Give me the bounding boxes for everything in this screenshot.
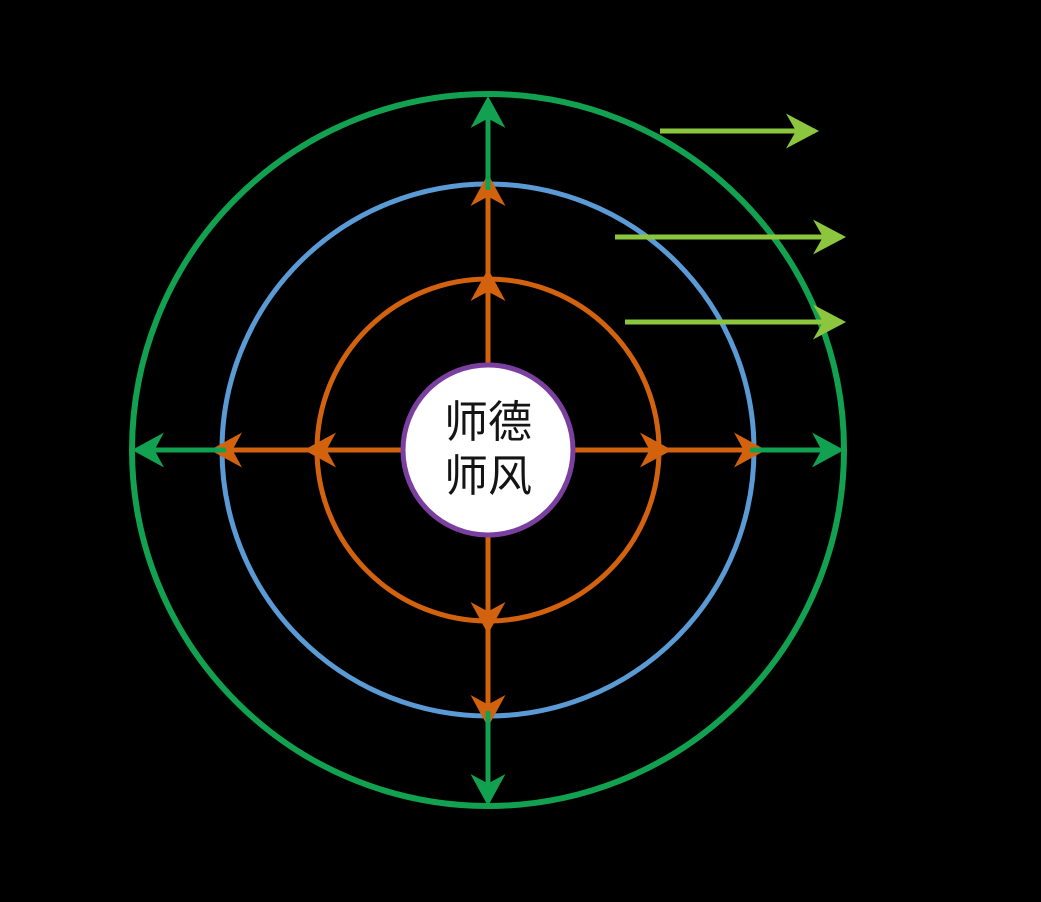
- core-label-line1: 师德: [444, 397, 532, 448]
- side-arrows-group: [615, 113, 846, 340]
- core-label-line2: 师风: [444, 451, 532, 502]
- core-circle[interactable]: [400, 362, 576, 538]
